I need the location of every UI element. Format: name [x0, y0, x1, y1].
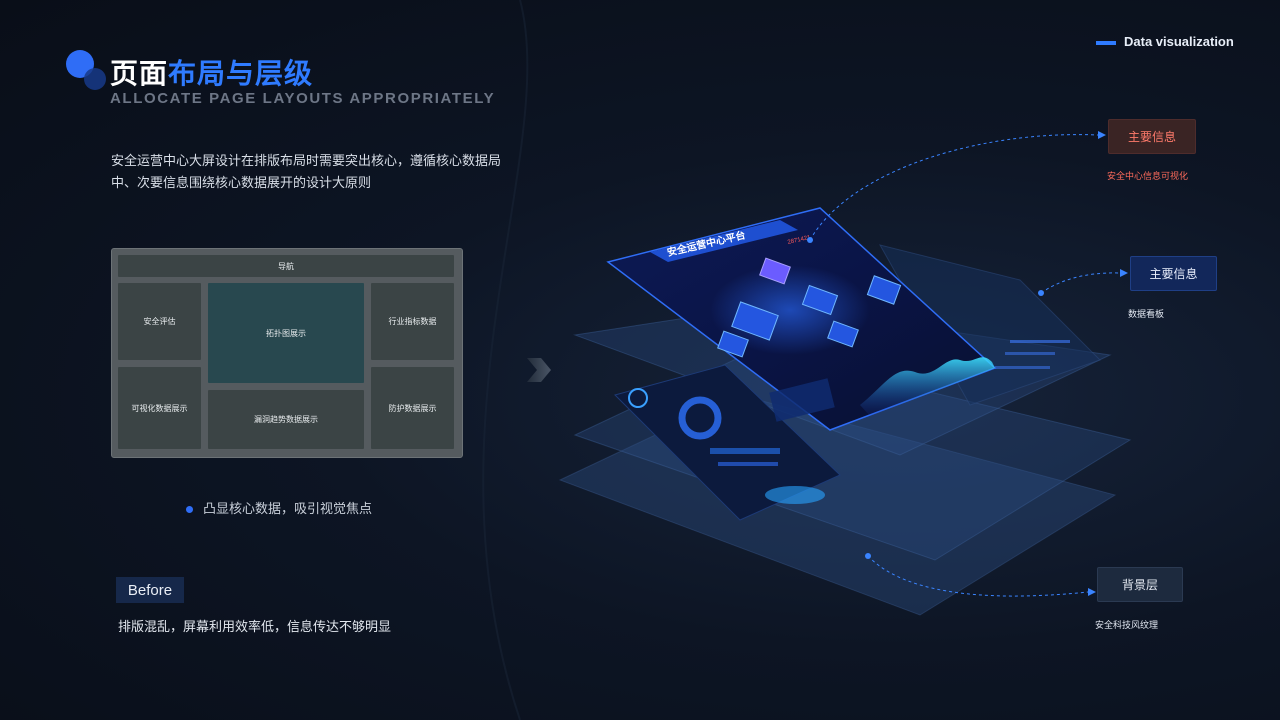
- primary-info-label: 主要信息: [1108, 119, 1196, 154]
- wireframe-center-top: 拓扑图展示: [208, 283, 364, 383]
- page-title-blue: 布局与层级: [168, 58, 314, 89]
- highlight-bullet: 凸显核心数据，吸引视觉焦点: [186, 498, 372, 517]
- background-layer-label: 背景层: [1097, 567, 1183, 602]
- page-title-white: 页面: [110, 58, 169, 89]
- wireframe-right-top: 行业指标数据: [371, 283, 454, 360]
- before-badge: Before: [116, 577, 184, 603]
- page-subtitle: ALLOCATE PAGE LAYOUTS APPROPRIATELY: [110, 90, 496, 107]
- chevron-right-icon: [527, 358, 551, 382]
- dashboard-counter: 2871421: [787, 235, 812, 246]
- section-tag: Data visualization: [1096, 34, 1234, 49]
- wireframe-left-top: 安全评估: [118, 283, 201, 360]
- wireframe-nav: 导航: [118, 255, 454, 277]
- background-layer-sub: 安全科技风纹理: [1095, 620, 1159, 630]
- primary-info-sub: 安全中心信息可视化: [1107, 171, 1189, 181]
- data-board-panel: [614, 364, 841, 521]
- bullet-dot-icon: [186, 506, 193, 514]
- wireframe-center-bottom: 漏洞趋势数据展示: [208, 390, 364, 449]
- secondary-info-sub: 数据看板: [1128, 309, 1165, 319]
- wireframe-left-bottom: 可视化数据展示: [118, 367, 201, 449]
- title-dot-shadow-icon: [84, 68, 106, 90]
- dashboard-title-bar: [650, 220, 798, 262]
- page-title: 页面布局与层级: [110, 52, 313, 92]
- wireframe-right-bottom: 防护数据展示: [371, 367, 454, 449]
- layout-wireframe: 导航 安全评估 可视化数据展示 拓扑图展示 漏洞趋势数据展示 行业指标数据 防护…: [111, 248, 463, 458]
- bullet-text: 凸显核心数据，吸引视觉焦点: [203, 501, 373, 516]
- section-tag-label: Data visualization: [1124, 34, 1234, 49]
- secondary-info-label: 主要信息: [1130, 256, 1217, 291]
- tag-bar-icon: [1096, 40, 1116, 45]
- layer-stack-illustration: 安全运营中心平台 2871421: [558, 207, 1132, 616]
- before-description: 排版混乱，屏幕利用效率低，信息传达不够明显: [118, 619, 392, 634]
- description-text: 安全运营中心大屏设计在排版布局时需要突出核心，遵循核心数据局中、次要信息围绕核心…: [111, 153, 502, 190]
